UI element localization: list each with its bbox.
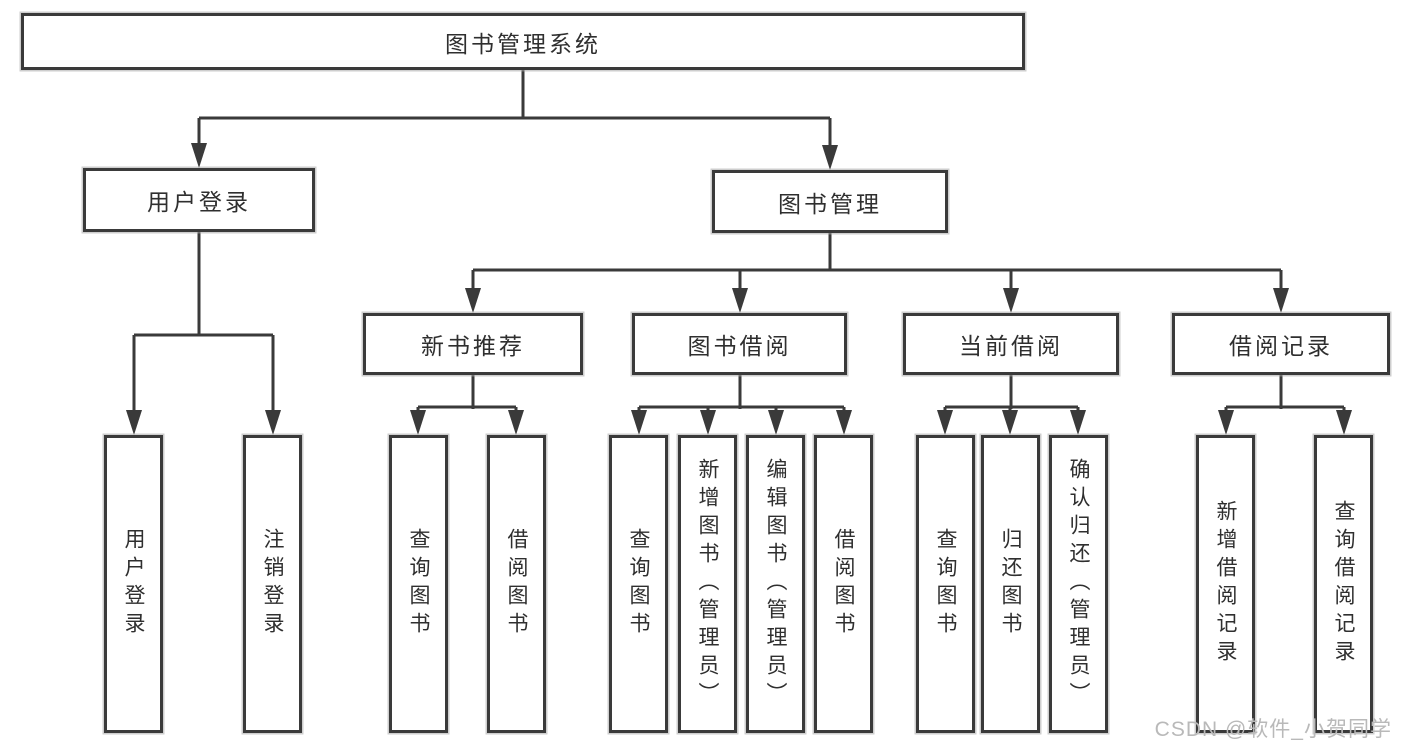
node-book-management-label: 图书管理: [778, 190, 882, 217]
arrowhead: [265, 410, 281, 435]
node-current-borrow: 当前借阅: [903, 313, 1119, 375]
leaf-query-book-3: 查询图书: [916, 435, 975, 733]
leaf-borrow-book-2: 借阅图书: [814, 435, 873, 733]
arrowhead: [508, 410, 524, 435]
leaf-query-borrow-record-label: 查询借阅记录: [1332, 500, 1355, 668]
node-user-login: 用户登录: [83, 168, 315, 232]
node-borrow-records: 借阅记录: [1172, 313, 1390, 375]
leaf-add-borrow-record-label: 新增借阅记录: [1214, 500, 1237, 668]
arrowhead: [191, 143, 207, 168]
node-new-book-recommend: 新书推荐: [363, 313, 583, 375]
arrowhead: [836, 410, 852, 435]
leaf-query-book-1-label: 查询图书: [407, 528, 430, 640]
arrowhead: [126, 410, 142, 435]
leaf-add-borrow-record: 新增借阅记录: [1196, 435, 1255, 733]
leaf-edit-book-admin: 编辑图书（管理员）: [746, 435, 805, 733]
csdn-watermark: CSDN @软件_小贺同学: [1154, 718, 1392, 741]
arrowhead: [1070, 410, 1086, 435]
arrowhead: [1218, 410, 1234, 435]
leaf-query-book-1: 查询图书: [389, 435, 448, 733]
leaf-query-book-3-label: 查询图书: [934, 528, 957, 640]
leaf-user-login-label: 用户登录: [122, 528, 145, 640]
leaf-logout: 注销登录: [243, 435, 302, 733]
arrowhead: [1336, 410, 1352, 435]
leaf-user-login: 用户登录: [104, 435, 163, 733]
node-book-borrow: 图书借阅: [632, 313, 847, 375]
leaf-return-book-label: 归还图书: [999, 528, 1022, 640]
node-user-login-label: 用户登录: [147, 189, 251, 215]
leaf-query-borrow-record: 查询借阅记录: [1314, 435, 1373, 733]
leaf-edit-book-admin-label: 编辑图书（管理员）: [764, 458, 787, 710]
leaf-return-book: 归还图书: [981, 435, 1040, 733]
arrowhead: [465, 288, 481, 313]
node-book-borrow-label: 图书借阅: [687, 333, 792, 359]
leaf-add-book-admin: 新增图书（管理员）: [678, 435, 737, 733]
leaf-borrow-book-2-label: 借阅图书: [832, 528, 855, 640]
arrowhead: [1002, 410, 1018, 435]
leaf-confirm-return-admin: 确认归还（管理员）: [1049, 435, 1108, 733]
leaf-borrow-book-1: 借阅图书: [487, 435, 546, 733]
node-borrow-records-label: 借阅记录: [1229, 333, 1333, 359]
node-book-management: 图书管理: [712, 170, 948, 233]
node-new-book-recommend-label: 新书推荐: [421, 333, 525, 359]
leaf-add-book-admin-label: 新增图书（管理员）: [696, 458, 719, 710]
arrowhead: [410, 410, 426, 435]
node-current-borrow-label: 当前借阅: [959, 333, 1063, 359]
arrowhead: [937, 410, 953, 435]
node-root-label: 图书管理系统: [445, 30, 601, 57]
leaf-borrow-book-1-label: 借阅图书: [505, 528, 528, 640]
leaf-logout-label: 注销登录: [261, 528, 284, 640]
arrowhead: [1003, 288, 1019, 313]
arrowhead: [631, 410, 647, 435]
arrowhead: [732, 288, 748, 313]
arrowhead: [700, 410, 716, 435]
arrowheads: [126, 143, 1352, 435]
leaf-query-book-2-label: 查询图书: [627, 528, 650, 640]
arrowhead: [1273, 288, 1289, 313]
leaf-query-book-2: 查询图书: [609, 435, 668, 733]
arrowhead: [822, 145, 838, 170]
arrowhead: [768, 410, 784, 435]
node-root: 图书管理系统: [21, 13, 1025, 70]
leaf-confirm-return-admin-label: 确认归还（管理员）: [1067, 458, 1090, 710]
